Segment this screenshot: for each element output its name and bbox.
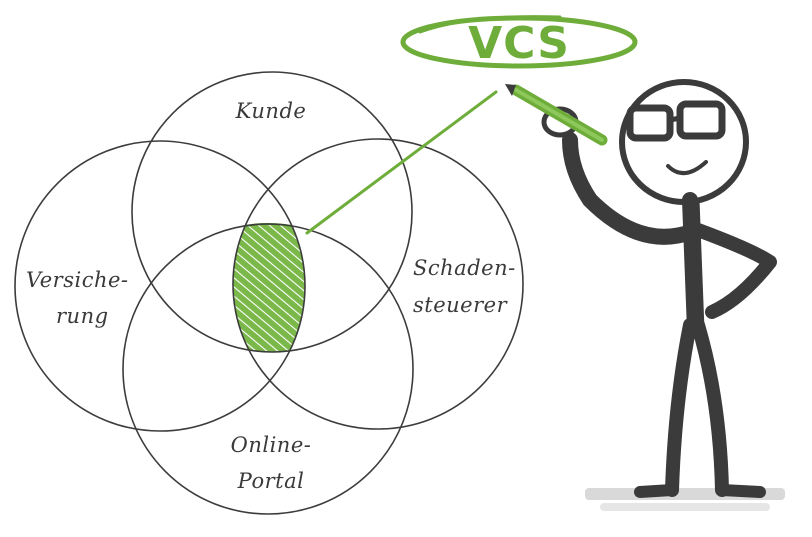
head (619, 79, 749, 205)
label-onlineportal-line1: Online- (231, 433, 312, 457)
label-schadensteuerer-line1: Schaden- (413, 256, 516, 280)
venn-circle-left (14, 140, 306, 432)
stick-figure (505, 79, 785, 511)
label-kunde: Kunde (235, 99, 307, 123)
smile (666, 160, 708, 175)
venn-circle-bottom (122, 223, 414, 515)
venn-circle-right (232, 138, 524, 430)
pencil-icon (505, 84, 608, 146)
label-schadensteuerer-line2: steuerer (413, 293, 509, 317)
left-foot (634, 484, 678, 498)
right-foot (716, 484, 766, 498)
venn-circle-top (131, 71, 413, 353)
glasses (626, 100, 726, 142)
label-versicherung-line1: Versiche- (26, 268, 129, 292)
label-versicherung-line2: rung (56, 304, 109, 328)
title-text: VCS (468, 18, 570, 69)
title-badge: VCS (400, 15, 638, 69)
pointer-line (305, 90, 498, 235)
raised-arm (562, 132, 699, 245)
label-onlineportal-line2: Portal (237, 469, 305, 493)
